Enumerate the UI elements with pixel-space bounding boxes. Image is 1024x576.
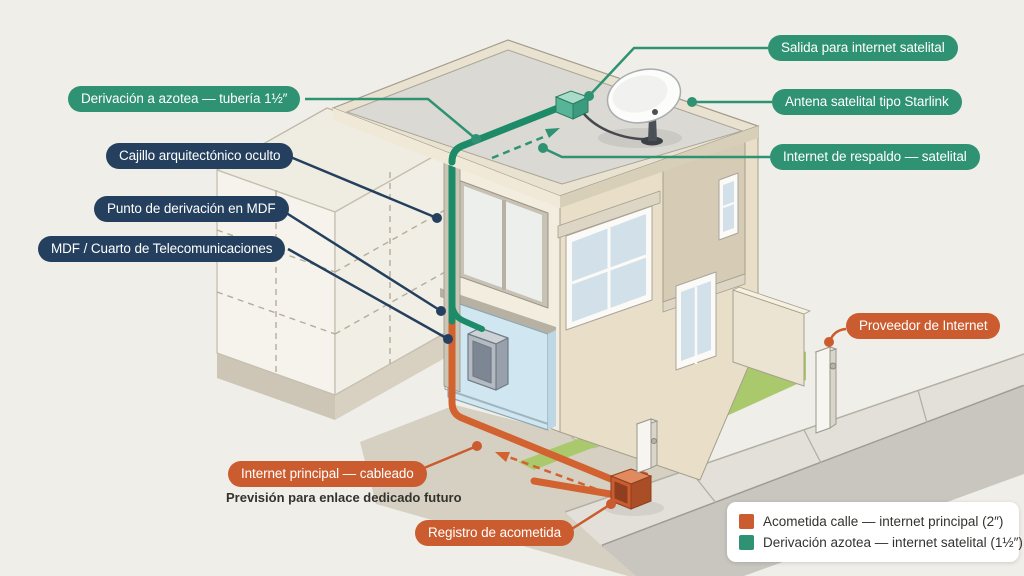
legend: Acometida calle — internet principal (2″…: [727, 502, 1023, 562]
label-cajillo: Cajillo arquitectónico oculto: [106, 143, 294, 169]
provider-pole: [814, 346, 838, 434]
lower-window: [675, 271, 717, 371]
yard-wall: [732, 286, 811, 387]
legend-swatch-orange: [739, 514, 754, 529]
label-derivacion-azotea: Derivación a azotea — tubería 1½″: [68, 86, 301, 112]
note-prevision: Previsión para enlace dedicado futuro: [226, 490, 462, 505]
legend-item-acometida: Acometida calle — internet principal (2″…: [739, 511, 1007, 532]
orange-flow-arrow: [495, 452, 597, 491]
legend-swatch-green: [739, 535, 754, 550]
upper-window: [565, 205, 653, 331]
pipe-green: [448, 154, 485, 332]
upper-opening: [457, 179, 549, 309]
pipe-green-roof-run: [448, 104, 562, 166]
callout-lines-green: [305, 46, 772, 159]
legend-item-derivacion: Derivación azotea — internet satelital (…: [739, 532, 1023, 553]
label-punto-mdf: Punto de derivación en MDF: [94, 196, 289, 222]
house: [440, 125, 811, 481]
green-flow-arrow: [491, 128, 560, 160]
callout-dots-navy: [432, 213, 453, 344]
label-antena-starlink: Antena satelital tipo Starlink: [772, 89, 962, 115]
callout-lines-navy: [279, 154, 449, 341]
mdf-cabinet: [467, 327, 509, 391]
legend-label: Acometida calle — internet principal (2″…: [763, 514, 1004, 529]
street: [602, 386, 1024, 576]
label-proveedor: Proveedor de Internet: [846, 313, 1001, 339]
satellite-dish: [606, 68, 682, 146]
callout-dots-green: [471, 91, 697, 153]
tower-window: [718, 172, 739, 241]
label-mdf-cuarto: MDF / Cuarto de Telecomunicaciones: [38, 236, 286, 262]
pipe-orange: [448, 316, 632, 499]
registro-box: [609, 468, 653, 510]
legend-label: Derivación azotea — internet satelital (…: [763, 535, 1023, 550]
callout-dots-orange: [472, 337, 834, 509]
label-registro: Registro de acometida: [415, 520, 574, 546]
label-respaldo-satelital: Internet de respaldo — satelital: [770, 144, 980, 170]
service-pedestal: [635, 418, 659, 474]
label-internet-principal: Internet principal — cableado: [228, 461, 427, 487]
roof-junction-box: [554, 90, 590, 120]
label-salida-satelital: Salida para internet satelital: [768, 35, 958, 61]
